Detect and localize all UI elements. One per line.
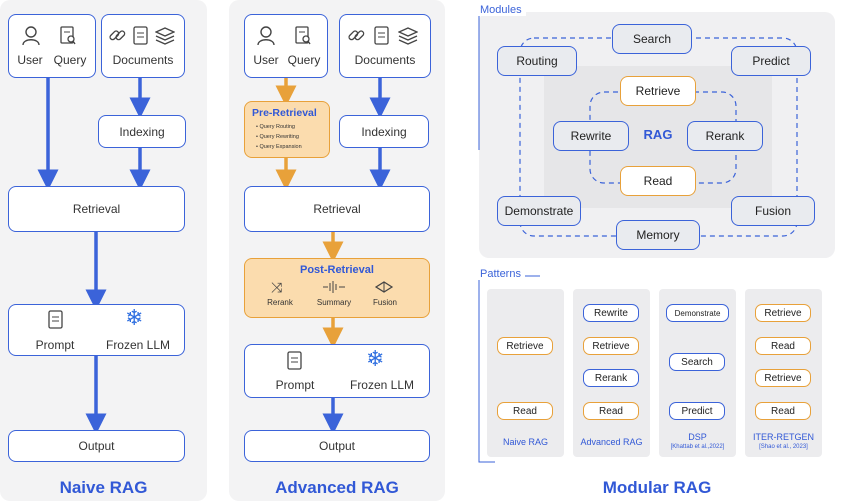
module-predict: Predict: [731, 46, 811, 76]
query-icon: [295, 26, 311, 51]
pre-item: • Query Routing: [256, 124, 295, 130]
pattern-naive-column: [487, 289, 564, 457]
pattern-step: Retrieve: [497, 337, 553, 355]
pattern-name-text: DSP: [688, 432, 707, 442]
module-retrieve: Retrieve: [620, 76, 696, 106]
module-rerank: Rerank: [687, 121, 763, 151]
prompt-document-icon: [287, 351, 303, 376]
adv-prompt-label: Prompt: [275, 378, 315, 392]
pattern-name: Advanced RAG: [580, 437, 643, 447]
summary-waveform-icon: [322, 280, 346, 299]
adv-user-query-group: [244, 14, 328, 78]
naive-output-box: Output: [8, 430, 185, 462]
adv-output-box: Output: [244, 430, 430, 462]
pattern-name-text: ITER-RETGEN: [752, 432, 814, 442]
naive-indexing-box: Indexing: [98, 115, 186, 148]
pre-item-label: Query Expansion: [259, 144, 302, 150]
pattern-step: Retrieve: [755, 369, 811, 387]
pattern-name: Naive RAG: [502, 437, 548, 447]
naive-query-label: Query: [53, 53, 87, 67]
fusion-label: Fusion: [372, 298, 397, 307]
adv-documents-group: [339, 14, 431, 78]
module-demonstrate: Demonstrate: [497, 196, 581, 226]
query-icon: [60, 26, 76, 51]
advanced-rag-title: Advanced RAG: [275, 478, 399, 497]
document-icon: [133, 26, 149, 51]
pre-retrieval-box: [244, 101, 330, 158]
pattern-name: ITER-RETGEN [Shao et al., 2023]: [745, 432, 822, 452]
pre-retrieval-title: Pre-Retrieval: [252, 107, 317, 119]
pattern-step: Read: [755, 337, 811, 355]
user-icon: [22, 26, 40, 51]
adv-retrieval-box: Retrieval: [244, 186, 430, 232]
shuffle-icon: ⤨: [271, 279, 283, 295]
pattern-citation: [Khattab et al.,2022]: [670, 444, 725, 450]
layers-icon: [397, 27, 419, 50]
pre-item: • Query Expansion: [256, 144, 302, 150]
pattern-step: Rewrite: [583, 304, 639, 322]
link-icon: [347, 27, 365, 50]
naive-user-query-group: [8, 14, 96, 78]
pattern-step: Retrieve: [755, 304, 811, 322]
pattern-step: Search: [669, 353, 725, 371]
summary-label: Summary: [316, 298, 352, 307]
adv-frozen-llm-label: Frozen LLM: [349, 378, 415, 392]
pattern-step: Demonstrate: [666, 304, 729, 322]
naive-user-label: User: [17, 53, 43, 67]
modular-rag-title: Modular RAG: [602, 478, 712, 497]
naive-prompt-label: Prompt: [35, 338, 75, 352]
pattern-name: DSP [Khattab et al.,2022]: [659, 432, 736, 452]
layers-icon: [154, 27, 176, 50]
pattern-step: Predict: [669, 402, 725, 420]
pattern-step: Retrieve: [583, 337, 639, 355]
naive-retrieval-box: Retrieval: [8, 186, 185, 232]
module-memory: Memory: [616, 220, 700, 250]
naive-documents-group: [101, 14, 185, 78]
snowflake-icon: ❄: [125, 305, 144, 330]
naive-rag-title: Naive RAG: [59, 478, 148, 497]
adv-documents-label: Documents: [354, 53, 416, 67]
module-rewrite: Rewrite: [553, 121, 629, 151]
pattern-citation: [Shao et al., 2023]: [759, 444, 808, 450]
link-icon: [108, 27, 126, 50]
module-search: Search: [612, 24, 692, 54]
pre-item: • Query Rewriting: [256, 134, 299, 140]
post-retrieval-title: Post-Retrieval: [300, 264, 374, 276]
pre-item-label: Query Rewriting: [259, 134, 299, 140]
module-rag-center: RAG: [643, 127, 673, 142]
adv-indexing-box: Indexing: [339, 115, 429, 148]
snowflake-icon: ❄: [366, 346, 385, 371]
module-fusion: Fusion: [731, 196, 815, 226]
naive-documents-label: Documents: [112, 53, 174, 67]
pattern-step: Read: [497, 402, 553, 420]
document-icon: [374, 26, 390, 51]
pre-retrieval-items: • Query Routing • Query Rewriting • Quer…: [256, 122, 302, 152]
adv-user-label: User: [253, 53, 279, 67]
module-read: Read: [620, 166, 696, 196]
adv-prompt-llm-box: [244, 344, 430, 398]
pattern-step: Rerank: [583, 369, 639, 387]
pre-item-label: Query Routing: [259, 124, 295, 130]
pattern-step: Read: [583, 402, 639, 420]
module-routing: Routing: [497, 46, 577, 76]
pattern-step: Read: [755, 402, 811, 420]
patterns-section-label: Patterns: [476, 268, 525, 280]
fusion-icon: [374, 279, 394, 300]
prompt-document-icon: [48, 310, 64, 335]
user-icon: [257, 26, 275, 51]
modules-section-label: Modules: [476, 4, 526, 16]
naive-prompt-llm-box: [8, 304, 185, 356]
rerank-label: Rerank: [267, 298, 293, 307]
naive-frozen-llm-label: Frozen LLM: [105, 338, 171, 352]
adv-query-label: Query: [287, 53, 321, 67]
post-retrieval-box: [244, 258, 430, 318]
